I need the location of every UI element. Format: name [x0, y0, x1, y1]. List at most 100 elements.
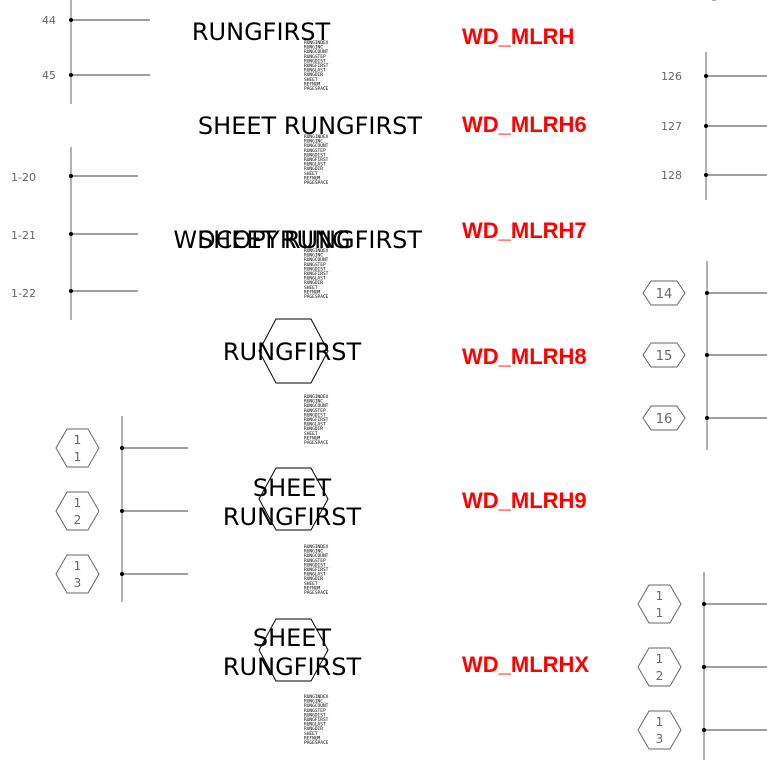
- block-name-label[interactable]: WD_MLRHX: [462, 652, 589, 677]
- rung: 45: [42, 69, 150, 82]
- attribute-tag: PAGESPACE: [304, 294, 329, 300]
- rung-number: 127: [661, 120, 682, 133]
- hex-rung-marker: [637, 584, 682, 624]
- attribute-tag: PAGESPACE: [304, 440, 329, 446]
- rung-dot: [120, 509, 124, 513]
- attribute-tag: PAGESPACE: [304, 740, 329, 746]
- attribute-tag: RUNGINDEX: [304, 394, 329, 400]
- rung-dot: [704, 173, 708, 177]
- attribute-stack: RUNGINDEXRUNGINCRUNGCOUNTRUNGSTEPRUNGDIS…: [304, 134, 329, 186]
- rung: 14: [642, 280, 767, 306]
- rung-number-bottom: 3: [74, 576, 82, 590]
- rung: 16: [642, 405, 767, 431]
- rung: 126: [661, 70, 767, 83]
- rung-dot: [705, 291, 709, 295]
- attribute-tag: REFNUM: [304, 175, 321, 181]
- hex-rung-marker: [642, 280, 686, 306]
- block-attribute-text-overlay: WDCOPYRUNG: [173, 226, 350, 254]
- hex-rung-marker: [55, 428, 100, 468]
- block-wd-mlrh9[interactable]: SHEET RUNGFIRST RUNGINDEXRUNGINCRUNGCOUN…: [223, 467, 587, 596]
- rung-number-top: 1: [74, 433, 82, 447]
- block-wd-mlrhx[interactable]: SHEET RUNGFIRST RUNGINDEXRUNGINCRUNGCOUN…: [223, 618, 590, 746]
- attribute-stack: RUNGINDEXRUNGINCRUNGCOUNTRUNGSTEPRUNGDIS…: [304, 394, 329, 446]
- attribute-tag: RUNGFIRST: [304, 567, 329, 573]
- rung-dot: [702, 602, 706, 606]
- attribute-tag: SHEET: [304, 581, 318, 587]
- rung: 1 1: [637, 584, 767, 624]
- rung: 1 1: [55, 428, 188, 468]
- block-name-label[interactable]: WD_MLRH8: [462, 344, 587, 369]
- attribute-tag: REFNUM: [304, 585, 321, 591]
- attribute-tag: RUNGCOUNT: [304, 143, 329, 149]
- rung: 128: [661, 169, 767, 182]
- rung-number: 1-22: [11, 287, 36, 300]
- attribute-tag: RUNGDIR: [304, 72, 323, 78]
- rung: 1-22: [11, 287, 138, 300]
- block-wd-mlrh[interactable]: RUNGFIRST RUNGINDEXRUNGINCRUNGCOUNTRUNGS…: [192, 18, 575, 92]
- attribute-tag: RUNGFIRST: [304, 417, 329, 423]
- block-wd-mlrh6[interactable]: SHEET RUNGFIRST RUNGINDEXRUNGINCRUNGCOUN…: [198, 112, 587, 186]
- attribute-tag: SHEET: [304, 285, 318, 291]
- attribute-tag: PAGESPACE: [304, 86, 329, 92]
- ladder-right-hex-stack: 1 1 1 2 1 3: [637, 572, 767, 760]
- rung: 1 2: [637, 647, 767, 687]
- rung-dot: [702, 665, 706, 669]
- rung-number: 126: [661, 70, 682, 83]
- ladder-top-right: 126 127 128: [661, 52, 767, 200]
- block-attribute-text: RUNGFIRST: [192, 18, 331, 46]
- attribute-tag: RUNGLAST: [304, 722, 326, 728]
- rung-number: 45: [42, 69, 56, 82]
- attribute-tag: RUNGSTEP: [304, 262, 326, 268]
- hex-outline: [258, 318, 329, 384]
- ladder-left-mid: 1-20 1-21 1-22: [11, 147, 138, 320]
- attribute-tag: RUNGCOUNT: [304, 49, 329, 55]
- rung-number-bottom: 2: [74, 513, 82, 527]
- rung-number-top: 1: [656, 652, 664, 666]
- rung-dot: [69, 232, 73, 236]
- attribute-tag: RUNGLAST: [304, 276, 326, 282]
- rung-dot: [120, 446, 124, 450]
- rung-dot: [69, 18, 73, 22]
- attribute-tag: RUNGDIR: [304, 576, 323, 582]
- rung-dot: [69, 73, 73, 77]
- attribute-tag: RUNGINDEX: [304, 134, 329, 140]
- attribute-tag: REFNUM: [304, 81, 321, 87]
- attribute-tag: RUNGINC: [304, 699, 323, 705]
- attribute-tag: REFNUM: [304, 289, 321, 295]
- attribute-tag: PAGESPACE: [304, 180, 329, 186]
- block-attribute-text: SHEET RUNGFIRST: [198, 112, 422, 140]
- hex-rung-marker: [642, 342, 686, 368]
- attribute-stack: RUNGINDEXRUNGINCRUNGCOUNTRUNGSTEPRUNGDIS…: [304, 248, 329, 300]
- attribute-tag: RUNGSTEP: [304, 408, 326, 414]
- block-name-label[interactable]: WD_MLRH6: [462, 112, 587, 137]
- attribute-tag: SHEET: [304, 731, 318, 737]
- attribute-tag: RUNGDIST: [304, 58, 326, 64]
- rung-number-top: 1: [74, 559, 82, 573]
- attribute-tag: RUNGDIR: [304, 280, 323, 286]
- rung-number-top: 1: [656, 589, 664, 603]
- attribute-tag: RUNGFIRST: [304, 271, 329, 277]
- hex-rung-marker: [637, 647, 682, 687]
- ladder-left-hex-stack: 1 1 1 2 1 3: [55, 416, 188, 602]
- block-name-label[interactable]: WD_MLRH7: [462, 218, 587, 243]
- attribute-tag: RUNGCOUNT: [304, 703, 329, 709]
- block-wd-mlrh8[interactable]: RUNGFIRST RUNGINDEXRUNGINCRUNGCOUNTRUNGS…: [223, 318, 587, 446]
- attribute-tag: RUNGINDEX: [304, 248, 329, 254]
- block-wd-mlrh7[interactable]: WDCOPYRUNG SHEET RUNGFIRST RUNGINDEXRUNG…: [173, 218, 586, 300]
- block-name-label[interactable]: WD_MLRH: [462, 24, 574, 49]
- hex-rung-marker: [642, 405, 686, 431]
- rung: 1-21: [11, 229, 138, 242]
- rung-number: 14: [656, 287, 673, 302]
- hex-outline: [258, 467, 329, 531]
- attribute-tag: RUNGINC: [304, 253, 323, 259]
- rung-number: 16: [656, 412, 673, 427]
- hex-rung-marker: [637, 710, 682, 750]
- block-name-label[interactable]: WD_MLRH9: [462, 488, 587, 513]
- rung-number-top: 1: [74, 496, 82, 510]
- block-attribute-text-top: SHEET: [253, 624, 332, 652]
- rung-number: 128: [661, 169, 682, 182]
- rung-number-bottom: 1: [74, 450, 82, 464]
- hex-rung-marker: [55, 554, 100, 594]
- attribute-tag: RUNGLAST: [304, 422, 326, 428]
- attribute-tag: RUNGLAST: [304, 572, 326, 578]
